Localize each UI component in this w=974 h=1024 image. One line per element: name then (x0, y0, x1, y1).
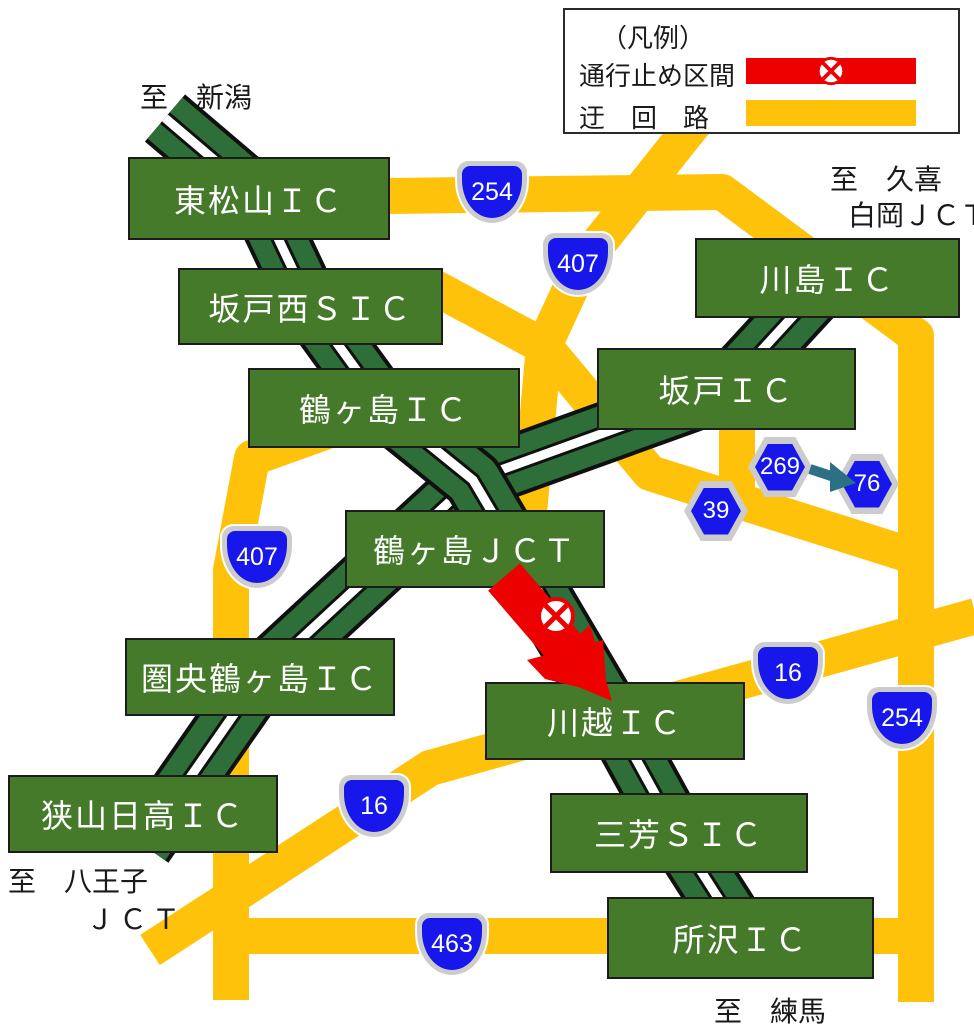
legend-detour-bar (746, 100, 916, 126)
edge-label-hachioji-jct: ＪＣＴ (86, 904, 186, 935)
route-shield-407-north: 407 (543, 233, 613, 295)
ic-box-tokorozawa: 所沢ＩＣ (607, 897, 874, 979)
edge-label-shiraoka-jct: 白岡ＪＣＴ (848, 200, 974, 231)
legend: （凡例） 通行止め区間 迂 回 路 (563, 8, 960, 134)
route-shield-16-west: 16 (339, 775, 409, 837)
ic-box-higashimatsuyama: 東松山ＩＣ (128, 157, 390, 240)
ic-box-sakado-nishi: 坂戸西ＳＩＣ (178, 268, 443, 345)
route-shield-254-east: 254 (867, 687, 937, 749)
edge-label-kuki: 至 久喜 (830, 164, 943, 195)
legend-closed-label: 通行止め区間 (579, 61, 736, 91)
edge-label-niigata: 至 新潟 (140, 82, 253, 113)
ic-box-sayama-hidaka: 狭山日高ＩＣ (8, 775, 278, 853)
ic-box-sakado: 坂戸ＩＣ (597, 348, 856, 430)
ic-box-kenno-tsurugashima: 圏央鶴ヶ島ＩＣ (125, 638, 395, 716)
ic-box-tsurugashima-jct: 鶴ヶ島ＪＣＴ (345, 510, 605, 588)
ic-box-kawagoe: 川越ＩＣ (485, 682, 745, 760)
route-shield-16-east: 16 (753, 642, 823, 704)
no-entry-icon (816, 56, 846, 86)
legend-title: （凡例） (601, 23, 706, 53)
ic-box-kawajima: 川島ＩＣ (695, 238, 960, 318)
edge-label-hachioji: 至 八王子 (8, 866, 149, 897)
ic-box-tsurugashima-ic: 鶴ヶ島ＩＣ (248, 368, 520, 448)
legend-detour-label: 迂 回 路 (579, 103, 710, 133)
legend-closed-bar (746, 56, 916, 86)
edge-label-nerima: 至 練馬 (714, 996, 827, 1024)
ic-box-miyoshi: 三芳ＳＩＣ (550, 793, 808, 873)
